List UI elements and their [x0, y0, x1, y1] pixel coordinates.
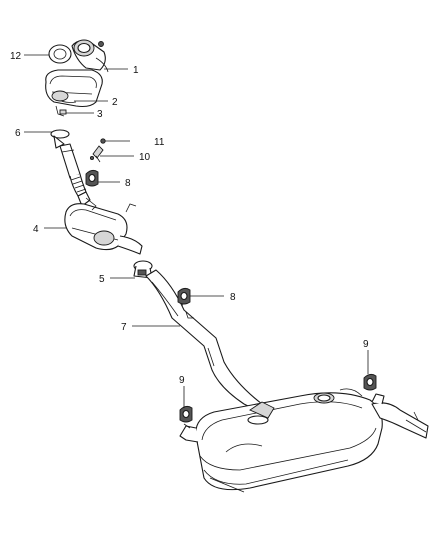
callout-12: 12 — [10, 51, 22, 62]
callout-2: 2 — [112, 97, 118, 108]
callout-9-right: 9 — [363, 339, 369, 350]
front-pipe-part-6 — [50, 129, 91, 207]
isolator-middle-part-8 — [177, 287, 191, 305]
muffler-assembly — [179, 388, 429, 493]
callout-5: 5 — [99, 274, 105, 285]
isolator-upper-part-8 — [85, 169, 99, 187]
callout-10: 10 — [139, 152, 151, 163]
manifold-flange-part-1 — [71, 39, 109, 73]
callout-8-middle: 8 — [230, 292, 236, 303]
callout-3: 3 — [97, 109, 103, 120]
catalytic-converter-part-2 — [45, 69, 103, 108]
callout-6: 6 — [15, 128, 21, 139]
callout-labels: 12 1 2 3 6 11 10 8 4 5 8 7 9 9 — [10, 51, 369, 386]
callout-8-upper: 8 — [125, 178, 131, 189]
stud-part-3 — [55, 105, 67, 117]
resonator-part-4 — [64, 197, 143, 255]
bolt-part-11 — [100, 138, 106, 144]
intermediate-pipe-part-7 — [145, 269, 263, 411]
callout-4: 4 — [33, 224, 39, 235]
callout-11: 11 — [154, 137, 165, 148]
isolator-left-part-9 — [179, 405, 193, 423]
leader-lines — [24, 54, 369, 408]
callout-1: 1 — [133, 65, 139, 76]
gasket-ring-part-12 — [48, 44, 72, 64]
callout-7: 7 — [121, 322, 127, 333]
callout-9-left: 9 — [179, 375, 185, 386]
bracket-part-10 — [89, 145, 104, 163]
isolator-right-part-9 — [363, 373, 377, 391]
